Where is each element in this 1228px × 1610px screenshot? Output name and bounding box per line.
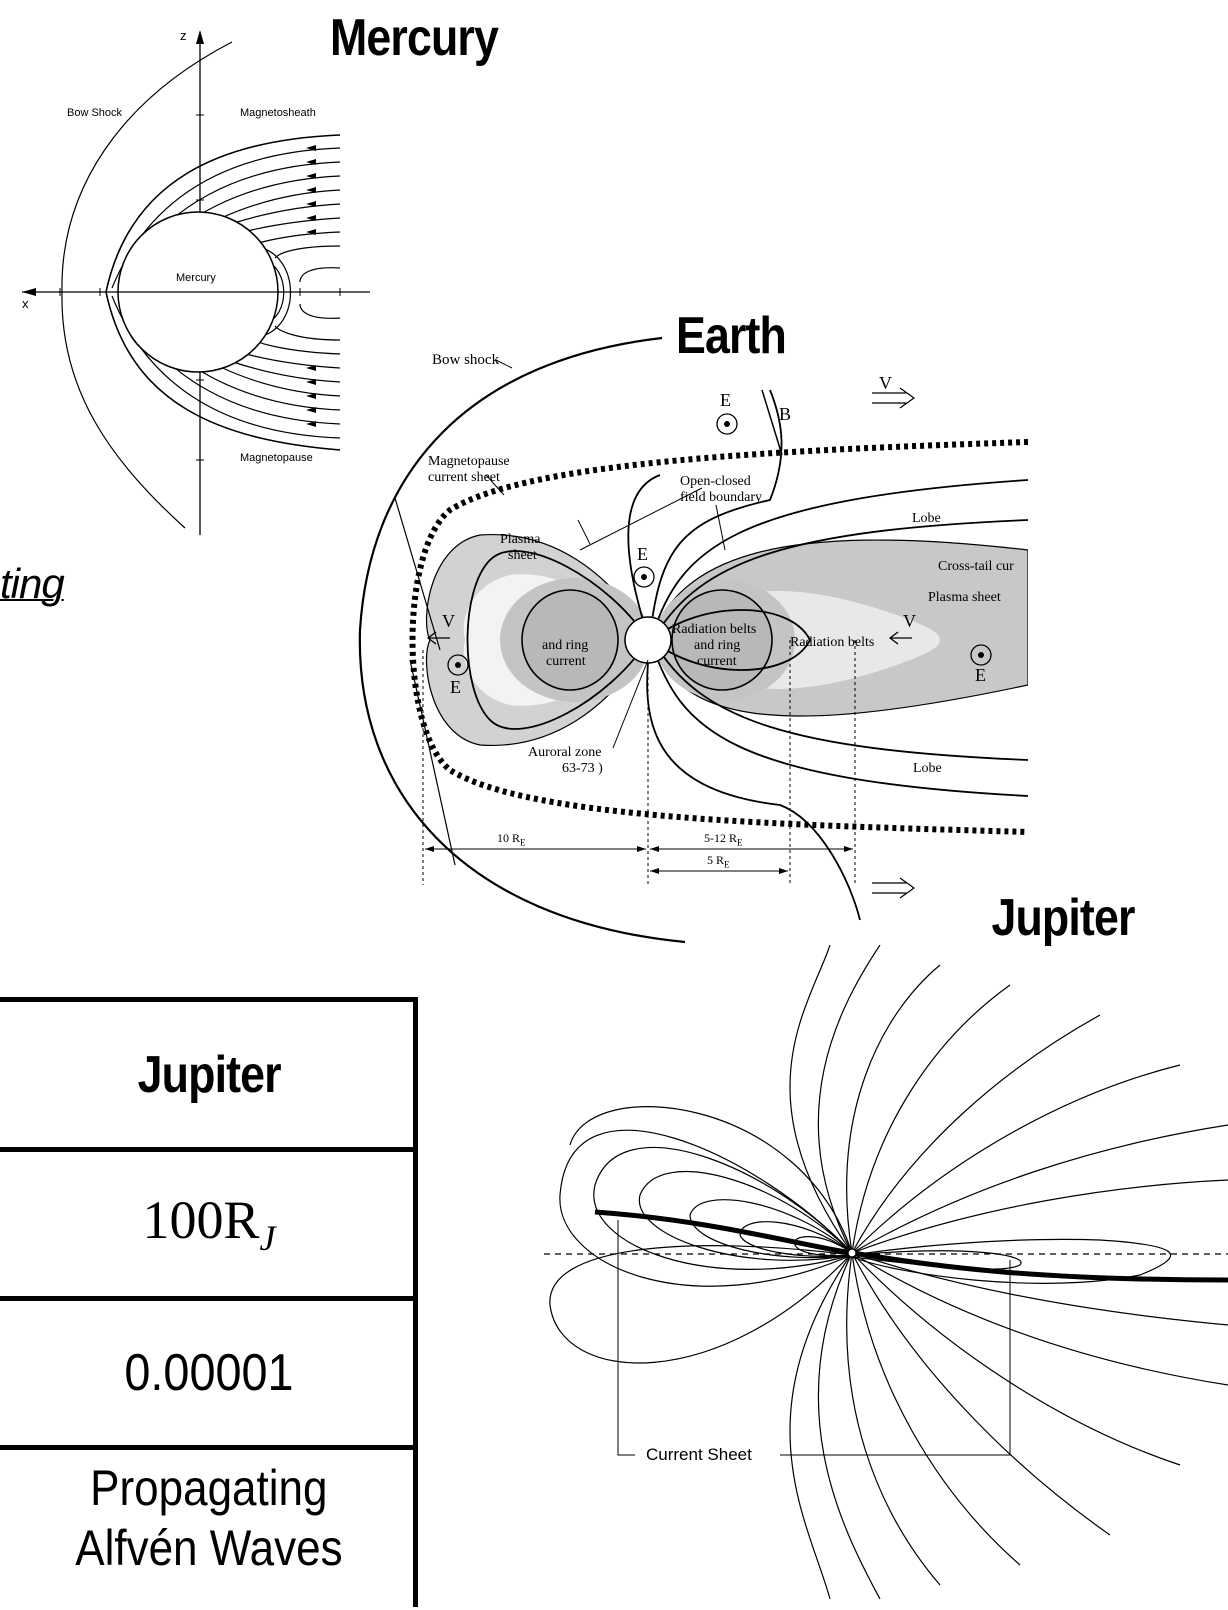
earth-e-label-top: E <box>720 390 731 410</box>
jupiter-diagram <box>544 945 1228 1599</box>
earth-plasma-sheet-left-label-1: Plasma <box>500 532 541 547</box>
mercury-diagram <box>22 30 370 535</box>
earth-e-label-mid: E <box>637 544 648 564</box>
earth-rad-belts-right-label-3: current <box>697 654 737 669</box>
earth-rad-belts-right-label-2: and ring <box>694 638 741 653</box>
earth-cross-tail-label: Cross-tail cur <box>938 560 1014 574</box>
earth-plasma-sheet-left-label-2: sheet <box>508 548 537 563</box>
mercury-bow-shock-label: Bow Shock <box>67 107 123 119</box>
earth-open-closed-label-1: Open-closed <box>680 474 751 489</box>
earth-v-label-right: V <box>903 611 916 631</box>
fragment-text: ting <box>0 560 65 607</box>
mercury-x-axis-label: x <box>22 296 29 311</box>
table-cell-size: 100RJ <box>142 1190 276 1258</box>
earth-lobe-bottom-label: Lobe <box>913 761 942 776</box>
table-row-mechanism: Propagating Alfvén Waves <box>0 1450 418 1610</box>
earth-distance-5-12: 5-12 RE <box>704 831 743 848</box>
comparison-table: Jupiter 100RJ 0.00001 Propagating Alfvén… <box>0 997 418 1607</box>
earth-v-label-left: V <box>442 611 455 631</box>
earth-b-label: B <box>779 404 792 424</box>
earth-ring-left-label-1: and ring <box>542 638 589 653</box>
table-header: Jupiter <box>137 1045 281 1104</box>
table-row-ratio: 0.00001 <box>0 1301 418 1450</box>
earth-title: Earth <box>676 307 787 365</box>
earth-radiation-belts-label: Radiation belts <box>790 635 875 650</box>
earth-diagram <box>358 336 1028 944</box>
earth-rad-belts-right-label-1: Radiation belts <box>672 622 757 637</box>
earth-magnetopause-label-2: current sheet <box>428 470 500 485</box>
earth-lobe-top-label: Lobe <box>912 511 941 526</box>
earth-v-label-top: V <box>879 373 892 393</box>
earth-e-label-left: E <box>450 677 461 697</box>
mercury-magnetosheath-label: Magnetosheath <box>240 107 316 119</box>
earth-open-closed-label-2: field boundary <box>680 490 763 505</box>
earth-bow-shock-label: Bow shock <box>432 352 500 368</box>
earth-plasma-sheet-right-label: Plasma sheet <box>928 590 1001 605</box>
earth-magnetopause-label-1: Magnetopause <box>428 454 510 469</box>
table-cell-mechanism-line1: Propagating <box>90 1460 328 1516</box>
earth-distance-5: 5 RE <box>707 853 730 870</box>
table-cell-ratio: 0.00001 <box>124 1344 294 1402</box>
earth-auroral-label-2: 63-73 ) <box>562 761 603 776</box>
mercury-planet-label: Mercury <box>176 272 216 284</box>
table-cell-mechanism-line2: Alfvén Waves <box>75 1520 343 1576</box>
table-header-cell: Jupiter <box>0 1002 418 1152</box>
earth-ring-left-label-2: current <box>546 654 586 669</box>
jupiter-current-sheet-label: Current Sheet <box>646 1445 752 1464</box>
mercury-z-axis-label: z <box>180 28 187 43</box>
earth-auroral-label-1: Auroral zone <box>528 745 602 760</box>
mercury-magnetopause-label: Magnetopause <box>240 452 313 464</box>
table-row-size: 100RJ <box>0 1152 418 1301</box>
earth-distance-10: 10 RE <box>497 831 526 848</box>
jupiter-title: Jupiter <box>988 892 1138 944</box>
mercury-title: Mercury <box>330 9 499 67</box>
earth-e-label-right: E <box>975 665 986 685</box>
